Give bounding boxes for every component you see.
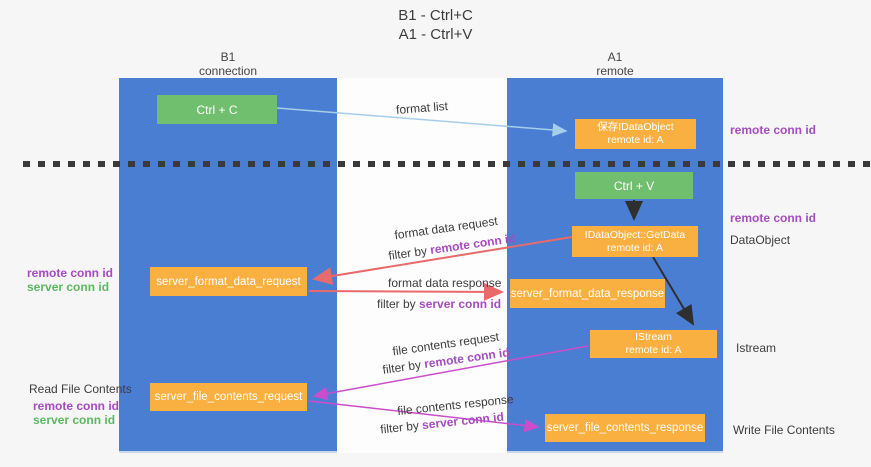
box-istream: IStream remote id: A (590, 330, 717, 358)
server-file-contents-request-label: server_file_contents_request (154, 391, 303, 403)
title-line-1: B1 - Ctrl+C (398, 7, 473, 24)
box-server-format-data-response: server_format_data_response (510, 279, 665, 308)
annotation-remote-conn-id-top: remote conn id (730, 123, 817, 137)
istream-line1: IStream (635, 331, 672, 343)
ctrl-c-label: Ctrl + C (196, 102, 238, 117)
column-b1-name: B1 (220, 50, 236, 64)
annotation-left-server-conn-id-1: server conn id (27, 280, 110, 294)
istream-line2: remote id: A (625, 344, 682, 356)
label-filter-format-response: filter by server conn id (377, 297, 501, 311)
ctrl-v-label: Ctrl + V (613, 178, 655, 193)
annotation-read-file-contents: Read File Contents (29, 382, 132, 396)
box-idataobject-getdata: IDataObject::GetData remote id: A (572, 226, 698, 257)
column-a1-role: remote (596, 64, 634, 78)
filter-server-conn-id-1: server conn id (419, 297, 502, 311)
box-ctrl-v: Ctrl + V (575, 172, 693, 199)
box-server-file-contents-request: server_file_contents_request (150, 383, 307, 411)
getdata-line2: remote id: A (606, 241, 664, 254)
column-header-a1: A1 remote (596, 50, 633, 78)
server-file-contents-response-label: server_file_contents_response (546, 422, 704, 434)
box-server-format-data-request: server_format_data_request (150, 267, 307, 296)
annotation-left-remote-conn-id-2: remote conn id (33, 399, 120, 413)
annotation-dataobject: DataObject (730, 233, 791, 247)
getdata-line1: IDataObject::GetData (584, 228, 686, 241)
column-a1-name: A1 (607, 50, 623, 64)
column-b1-role: connection (198, 64, 258, 78)
filter-by-text-2: filter by (377, 297, 420, 311)
column-header-b1: B1 connection (199, 50, 257, 78)
save-idataobject-line2: remote id: A (607, 134, 664, 146)
annotation-remote-conn-id-mid: remote conn id (730, 211, 817, 225)
save-idataobject-line1: 保存IDataObject (597, 121, 674, 133)
server-format-data-request-label: server_format_data_request (156, 275, 301, 288)
box-ctrl-c: Ctrl + C (157, 95, 277, 124)
box-server-file-contents-response: server_file_contents_response (545, 414, 705, 442)
server-format-data-response-label: server_format_data_response (510, 287, 665, 300)
title-line-2: A1 - Ctrl+V (398, 26, 473, 43)
box-save-idataobject: 保存IDataObject remote id: A (575, 119, 696, 149)
label-format-data-response: format data response (388, 276, 502, 290)
annotation-left-remote-conn-id-1: remote conn id (27, 266, 114, 280)
annotation-write-file-contents: Write File Contents (733, 423, 835, 437)
annotation-istream: Istream (736, 341, 777, 355)
annotation-left-server-conn-id-2: server conn id (33, 413, 116, 427)
page-title: B1 - Ctrl+C A1 - Ctrl+V (0, 6, 871, 44)
